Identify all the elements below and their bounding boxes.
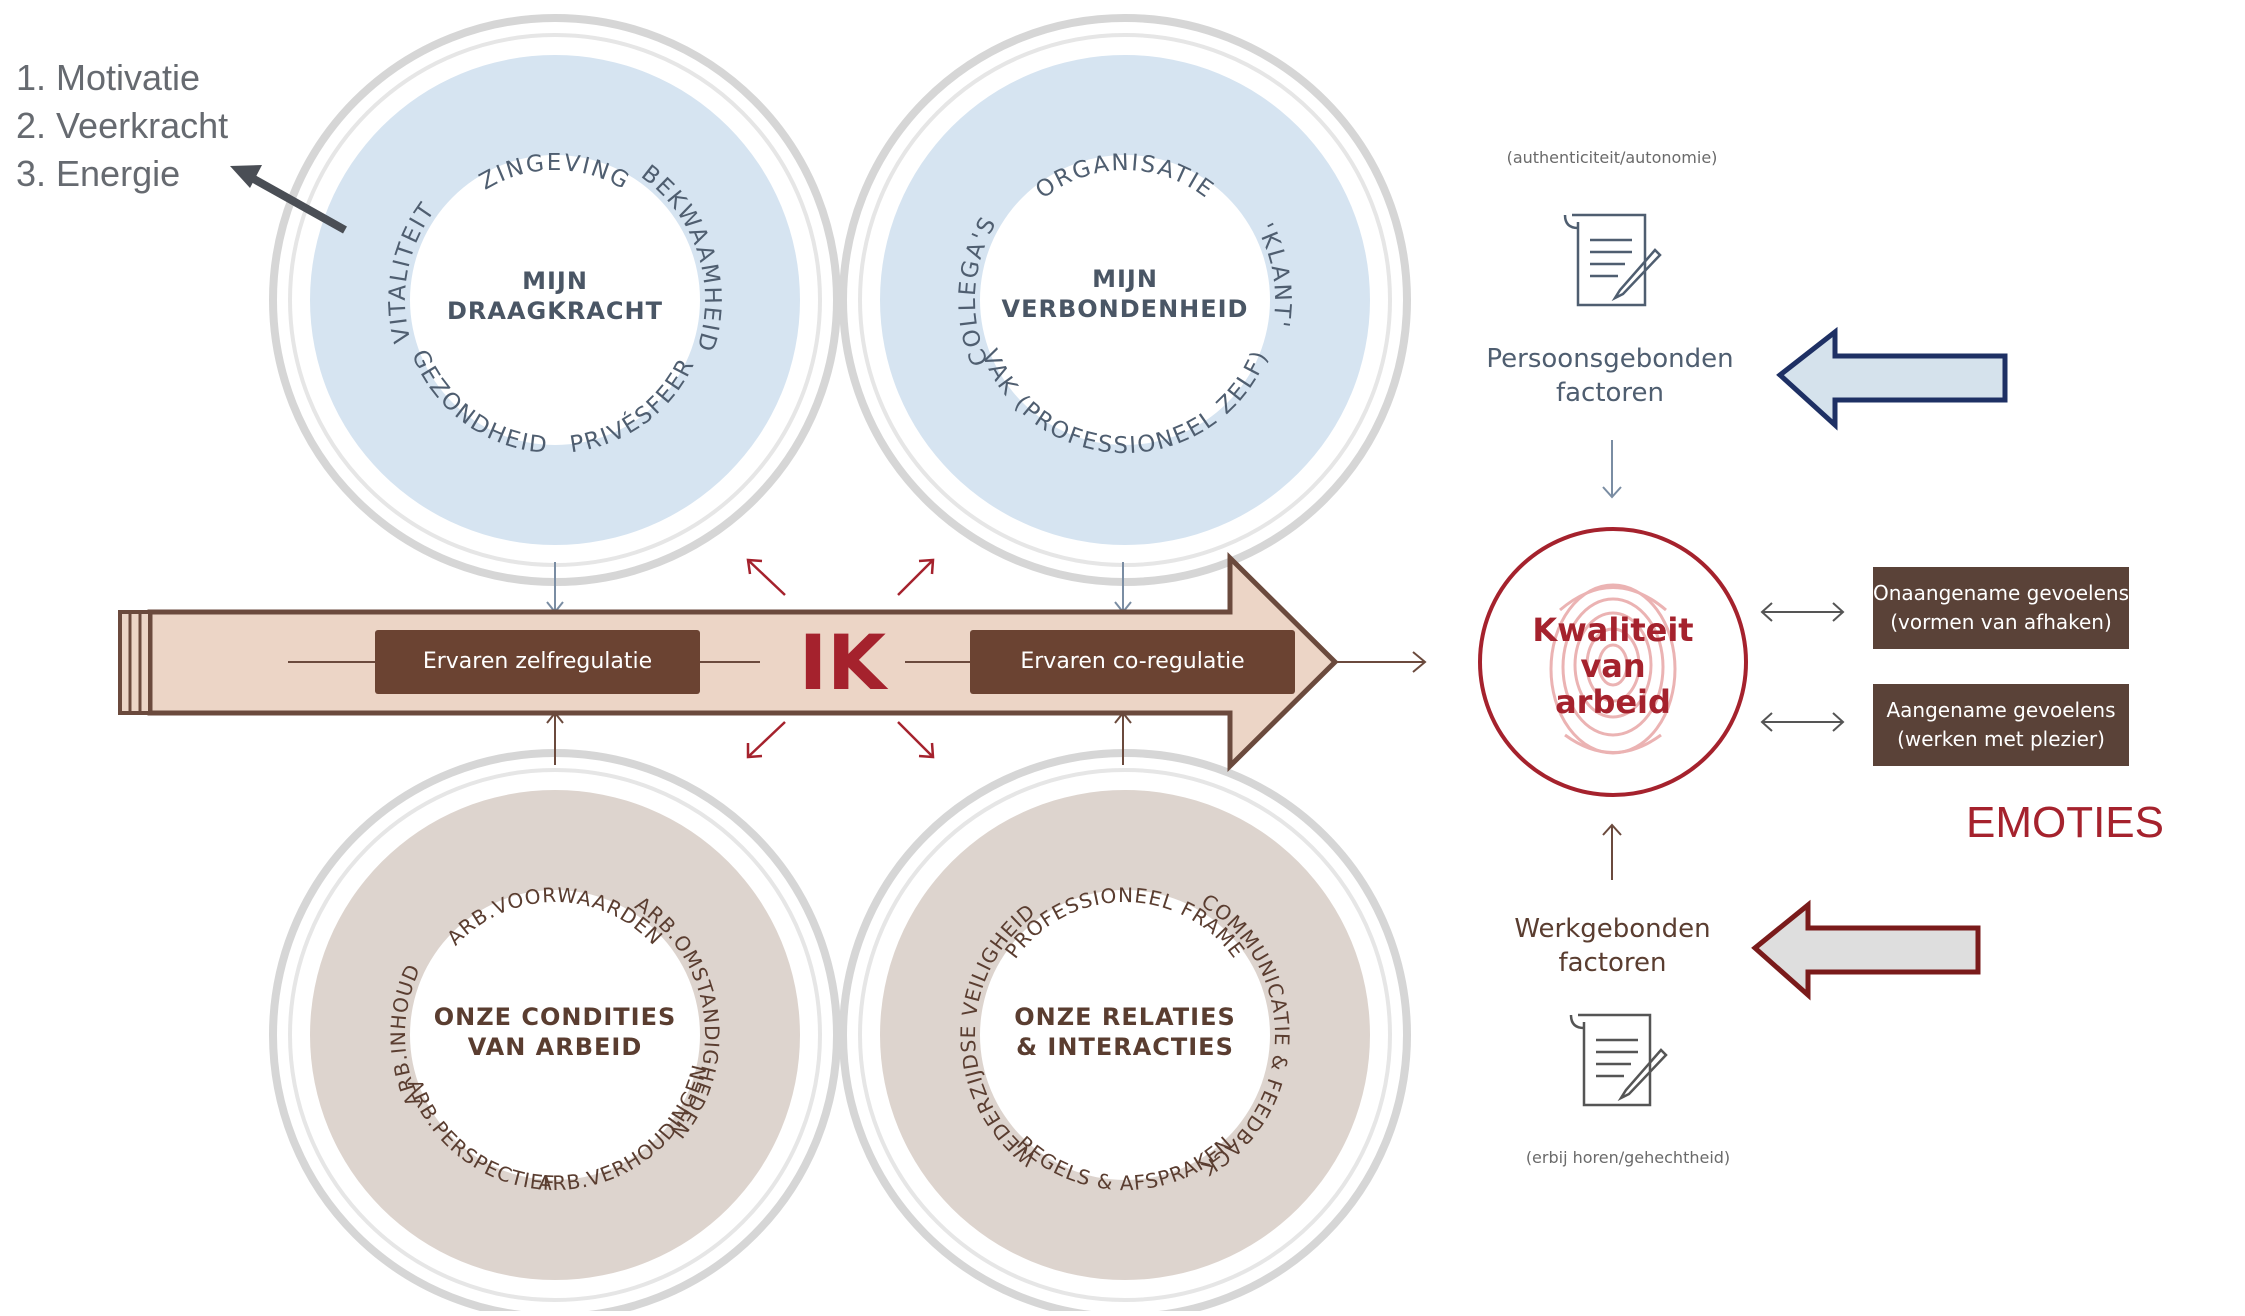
coregulatie-box	[970, 630, 1295, 694]
emotion-line: Onaangename gevoelens	[1873, 581, 2130, 605]
title-line: ONZE RELATIES	[1014, 1003, 1236, 1031]
list-item-energie: 3. Energie	[16, 153, 181, 194]
arrow-to-quality	[1335, 651, 1427, 673]
person-factors-arrow	[1776, 326, 2008, 431]
factor-line: factoren	[1558, 948, 1667, 978]
emotion-line: (vormen van afhaken)	[1890, 610, 2112, 634]
person-to-quality-arrow	[1602, 440, 1622, 499]
document-pen-icon-2	[1569, 1013, 1668, 1107]
work-factors-arrow	[1751, 899, 1981, 1001]
pleasant-emotions-box: Aangename gevoelens (werken met plezier)	[1873, 684, 2129, 766]
list-item-motivatie: 1. Motivatie	[16, 57, 201, 98]
coregulatie-label: Ervaren co-regulatie	[1020, 649, 1245, 674]
unpleasant-emotions-box: Onaangename gevoelens (vormen van afhake…	[1873, 567, 2129, 649]
work-to-quality-arrow	[1602, 823, 1622, 880]
circle-condities	[310, 790, 800, 1280]
document-pen-icon	[1563, 213, 1662, 307]
work-factors-note: (erbij horen/gehechtheid)	[1525, 1148, 1731, 1167]
quality-label: Kwaliteit van arbeid	[1493, 612, 1733, 720]
title-line: ONZE CONDITIES	[433, 1003, 677, 1031]
quality-circle	[1478, 527, 1748, 797]
circle-verbondenheid	[880, 55, 1370, 545]
circle-draagkracht	[310, 55, 800, 545]
quality-line: van	[1580, 647, 1646, 685]
zelfregulatie-box	[375, 630, 700, 694]
title-line: VERBONDENHEID	[1001, 295, 1249, 323]
emotion-line: Aangename gevoelens	[1886, 698, 2116, 722]
fingerprint-icon	[1549, 583, 1677, 755]
ik-label: IK	[798, 618, 887, 707]
title-line: VAN ARBEID	[467, 1033, 643, 1061]
relaties-title: ONZE RELATIES & INTERACTIES	[975, 1002, 1275, 1062]
factor-line: Werkgebonden	[1514, 914, 1711, 944]
list-item-veerkracht: 2. Veerkracht	[16, 105, 229, 146]
emotion-connectors	[1760, 602, 1845, 732]
title-line: MIJN	[1092, 265, 1158, 293]
title-line: MIJN	[522, 267, 588, 295]
condities-title: ONZE CONDITIES VAN ARBEID	[405, 1002, 705, 1062]
factor-line: Persoonsgebonden	[1486, 344, 1734, 374]
factor-line: factoren	[1555, 378, 1665, 408]
verbondenheid-title: MIJN VERBONDENHEID	[985, 264, 1265, 324]
circle-relaties	[880, 790, 1370, 1280]
work-factors-label: Werkgebonden factoren	[1440, 912, 1785, 980]
quality-line: Kwaliteit	[1532, 611, 1694, 649]
list-pointer-arrow	[230, 165, 347, 234]
title-line: & INTERACTIES	[1016, 1033, 1234, 1061]
intro-list: 1. Motivatie 2. Veerkracht 3. Energie	[16, 54, 228, 198]
quality-line: arbeid	[1555, 683, 1671, 721]
person-factors-note: (authenticiteit/autonomie)	[1506, 148, 1718, 167]
ik-radiating-arrows	[746, 558, 935, 759]
zelfregulatie-label: Ervaren zelfregulatie	[422, 649, 653, 674]
emotion-line: (werken met plezier)	[1897, 727, 2105, 751]
person-factors-label: Persoonsgebonden factoren	[1440, 342, 1780, 410]
draagkracht-title: MIJN DRAAGKRACHT	[425, 266, 685, 326]
emotions-title: EMOTIES	[1965, 798, 2165, 847]
vertical-connectors-brown	[546, 711, 1132, 765]
title-line: DRAAGKRACHT	[447, 297, 663, 325]
